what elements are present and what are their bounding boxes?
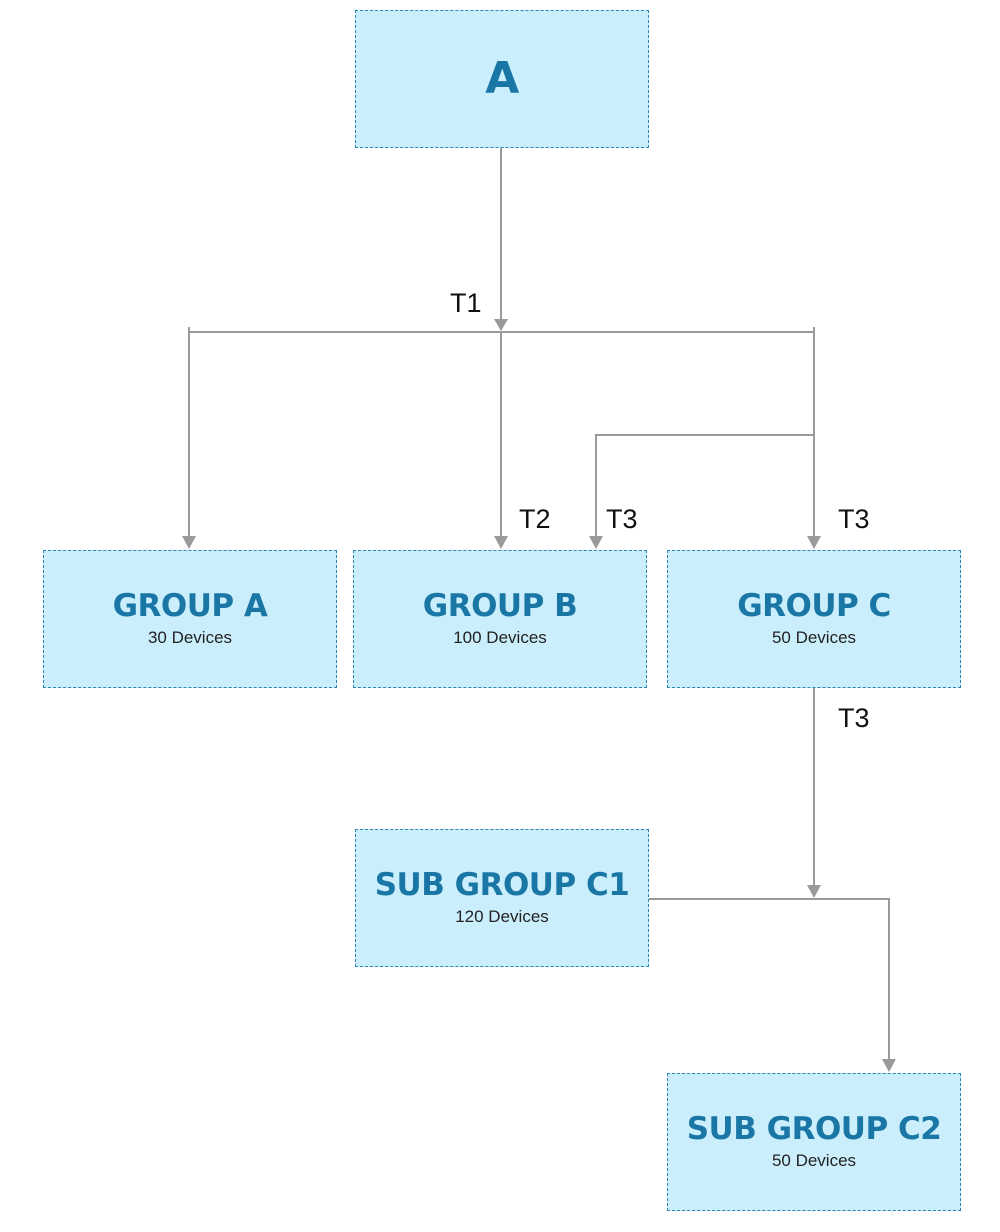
group-c-node: GROUP C 50 Devices — [667, 550, 961, 688]
arrowhead-branch-group-b — [589, 536, 603, 549]
arrowhead-group-b — [494, 536, 508, 549]
arrowhead-subgroup-c2 — [882, 1059, 896, 1072]
connector-branch-to-group-b — [595, 434, 814, 537]
subgroup-c1-title: SUB GROUP C1 — [374, 866, 630, 903]
edge-label-t2: T2 — [519, 504, 551, 534]
subgroup-c2-node: SUB GROUP C2 50 Devices — [667, 1073, 961, 1211]
arrowhead-group-c — [807, 536, 821, 549]
subgroup-c1-node: SUB GROUP C1 120 Devices — [355, 829, 649, 967]
edge-label-t3-subgroup: T3 — [838, 703, 870, 733]
group-b-node: GROUP B 100 Devices — [353, 550, 647, 688]
connector-subgroup-c1-to-c2 — [649, 898, 890, 1060]
group-a-node: GROUP A 30 Devices — [43, 550, 337, 688]
arrowhead-group-a — [182, 536, 196, 549]
arrowhead-junction — [807, 885, 821, 898]
subgroup-c2-title: SUB GROUP C2 — [686, 1110, 942, 1147]
subgroup-c1-device-count: 120 Devices — [455, 907, 549, 927]
arrowhead-root-bus — [494, 319, 508, 331]
group-c-title: GROUP C — [737, 587, 891, 624]
edge-label-t1: T1 — [450, 288, 482, 318]
edge-label-t3-group-b: T3 — [606, 504, 638, 534]
root-node: A — [355, 10, 649, 148]
group-a-device-count: 30 Devices — [147, 628, 233, 648]
root-node-title: A — [485, 52, 519, 104]
subgroup-c2-device-count: 50 Devices — [771, 1151, 857, 1171]
edge-label-t3-group-c: T3 — [838, 504, 870, 534]
group-c-device-count: 50 Devices — [771, 628, 857, 648]
group-a-title: GROUP A — [112, 587, 268, 624]
group-b-title: GROUP B — [422, 587, 578, 624]
group-b-device-count: 100 Devices — [453, 628, 547, 648]
